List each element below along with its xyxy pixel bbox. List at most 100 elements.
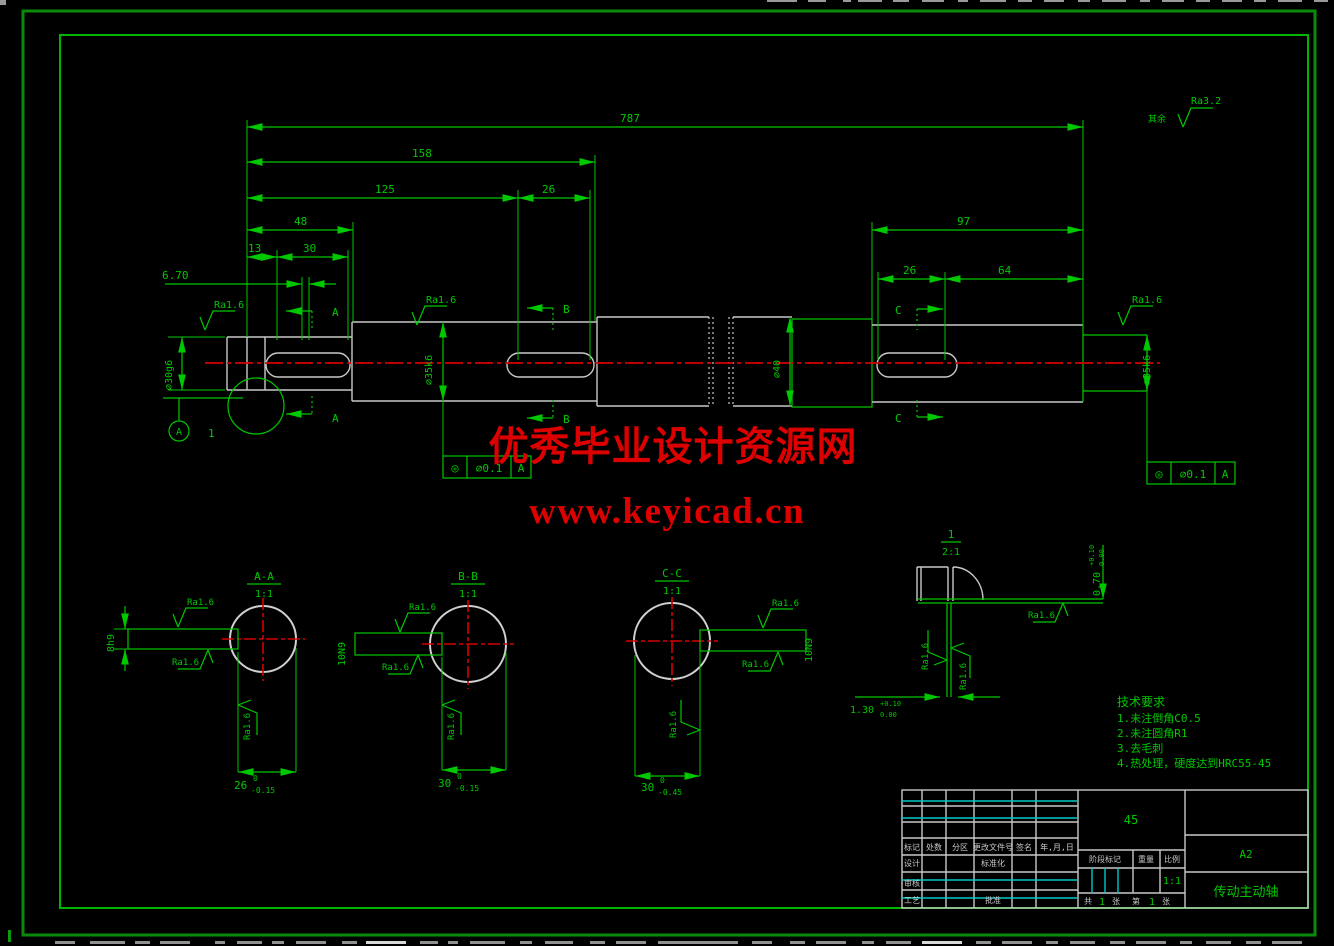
default-roughness-note: 其余 Ra3.2: [1148, 96, 1221, 128]
tol-datum: A: [518, 462, 525, 475]
dia-40: ∅40: [772, 360, 783, 378]
keyway-width: 10N9: [804, 638, 815, 662]
tol-value: ∅0.1: [476, 462, 503, 475]
dim-125: 125: [375, 183, 395, 196]
section-letter-a: A: [332, 306, 339, 319]
tb-sheet-size: A2: [1239, 848, 1252, 861]
keyway-width: 10N9: [337, 642, 348, 666]
tol-symbol: ◎: [1155, 467, 1162, 481]
view-scale: 1:1: [663, 586, 681, 597]
section-view-aa: A-A 1:1 8h9 Ra1.6 Ra1.6 Ra1.6 26 0 -0.15: [106, 570, 305, 795]
dim-670: 6.70: [162, 269, 189, 282]
tech-req-title: 技术要求: [1117, 695, 1165, 709]
tolerance-frame-right: ◎ ∅0.1 A: [1146, 391, 1236, 485]
datum-a-symbol: A: [163, 397, 243, 442]
roughness-label: Ra1.6: [382, 663, 409, 673]
section-letter-b: B: [563, 413, 570, 426]
view-scale: 2:1: [942, 547, 960, 558]
tb-sheet-zhang2: 张: [1162, 897, 1170, 906]
tb-col-sign: 签名: [1016, 842, 1032, 852]
roughness-label: Ra1.6: [669, 711, 679, 738]
section-view-bb: B-B 1:1 10N9 Ra1.6 Ra1.6 Ra1.6 30 0 -0.1…: [337, 570, 514, 793]
roughness-label: Ra1.6: [1132, 295, 1162, 306]
tb-part-name: 传动主动轴: [1213, 885, 1278, 900]
tb-review: 审核: [904, 878, 920, 888]
keyway-slots: [265, 352, 958, 378]
tb-scale-value: 1:1: [1163, 876, 1181, 887]
watermark-line2: www.keyicad.cn: [529, 491, 805, 532]
extension-lines: [168, 120, 1084, 391]
view-title: C-C: [662, 567, 682, 580]
view-scale: 1:1: [255, 589, 273, 600]
tol-lower: -0.45: [658, 788, 682, 797]
tb-process: 工艺: [904, 896, 920, 905]
surface-note-prefix: 其余: [1148, 113, 1166, 125]
tol-lower: 0.00: [880, 711, 897, 719]
tb-sheet-gong: 共: [1084, 897, 1092, 906]
sheet-borders: [21, 9, 1317, 937]
tb-sheet-n2: 1: [1149, 897, 1155, 908]
tech-req-item: 1.未注倒角C0.5: [1117, 711, 1201, 725]
roughness-label: Ra1.6: [214, 300, 244, 311]
tb-scale-label: 比例: [1164, 854, 1180, 864]
section-letter-c: C: [895, 304, 902, 317]
keyway-depth: 26: [234, 779, 247, 792]
dimensions: 787 158 125 26 48 13 30 6.70 97 26 64 ∅3…: [162, 112, 1153, 406]
tech-req-item: 2.未注圆角R1: [1117, 726, 1188, 740]
tol-upper: +0.10: [1088, 545, 1096, 566]
section-letter-b: B: [563, 303, 570, 316]
tech-req-item: 3.去毛刺: [1117, 742, 1163, 755]
tb-col-mark: 标记: [904, 842, 920, 852]
view-scale: 1:1: [459, 589, 477, 600]
shaft-outline: [226, 316, 1148, 408]
tb-col-docno: 更改文件号: [973, 842, 1013, 852]
dim-64: 64: [998, 264, 1012, 277]
view-title: A-A: [254, 570, 274, 583]
roughness-label: Ra1.6: [447, 713, 457, 740]
watermark: 优秀毕业设计资源网 www.keyicad.cn: [489, 424, 858, 532]
tb-col-zone: 分区: [952, 843, 968, 852]
tb-approve: 批准: [985, 895, 1001, 905]
tb-sheet-n1: 1: [1099, 897, 1105, 908]
dim-30: 30: [303, 242, 316, 255]
tol-symbol: ◎: [451, 461, 458, 475]
watermark-line1: 优秀毕业设计资源网: [489, 424, 858, 469]
dia-35k6-right: ∅35k6: [1142, 355, 1153, 385]
tol-datum: A: [1222, 468, 1229, 481]
detail-circle: 1: [208, 377, 285, 440]
tech-req-item: 4.热处理，硬度达到HRC55-45: [1117, 756, 1271, 770]
roughness-ra32: Ra3.2: [1191, 96, 1221, 107]
keyway-width: 8h9: [106, 634, 117, 652]
tol-upper: 0: [253, 774, 258, 783]
groove-width: 1.30: [850, 705, 874, 716]
dim-48: 48: [294, 215, 307, 228]
roughness-label: Ra1.6: [772, 599, 799, 609]
dim-26-keyc: 26: [903, 264, 916, 277]
detail-ref-label: 1: [208, 427, 215, 440]
roughness-label: Ra1.6: [742, 660, 769, 670]
technical-requirements: 技术要求 1.未注倒角C0.5 2.未注圆角R1 3.去毛刺 4.热处理，硬度达…: [1117, 695, 1271, 770]
section-view-cc: C-C 1:1 10N9 Ra1.6 Ra1.6 Ra1.6 30 0 -0.4…: [626, 567, 815, 797]
section-letter-c: C: [895, 412, 902, 425]
dia-30g6: ∅30g6: [164, 360, 175, 390]
roughness-label: Ra1.6: [187, 598, 214, 608]
roughness-label: Ra1.6: [959, 663, 969, 690]
section-letter-a: A: [332, 412, 339, 425]
tb-col-count: 处数: [926, 842, 942, 852]
tol-value: ∅0.1: [1180, 468, 1207, 481]
roughness-label: Ra1.6: [426, 295, 456, 306]
keyway-depth: 30: [438, 777, 451, 790]
tb-material: 45: [1124, 813, 1138, 827]
main-shaft-view: 1 A 787 158 125 26 48 13 30: [162, 96, 1236, 485]
tol-lower: 0.00: [1098, 549, 1106, 566]
roughness-label: Ra1.6: [409, 603, 436, 613]
tolerance-frame-left: ◎ ∅0.1 A: [442, 401, 532, 479]
dim-787: 787: [620, 112, 640, 125]
tb-col-date: 年,月,日: [1040, 842, 1074, 852]
tol-lower: -0.15: [251, 786, 275, 795]
tol-upper: 0: [457, 772, 462, 781]
tb-design: 设计: [904, 858, 920, 868]
roughness-label: Ra1.6: [243, 713, 253, 740]
